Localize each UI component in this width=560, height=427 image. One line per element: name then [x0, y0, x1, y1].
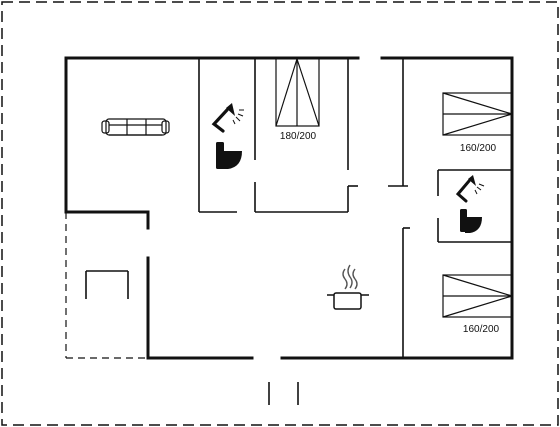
table-icon [85, 270, 129, 299]
interior-walls [198, 58, 512, 358]
sofa-icon [101, 118, 170, 136]
exterior-walls [64, 56, 514, 360]
shower-icon [211, 103, 244, 133]
bed-master [275, 57, 320, 127]
bed-top-right-label: 160/200 [460, 143, 497, 154]
toilet-icon [216, 142, 242, 169]
shower-icon [455, 175, 485, 203]
bed-master-label: 180/200 [280, 131, 317, 142]
cooking-pot-icon [327, 264, 369, 310]
bed-bottom-right [442, 274, 513, 318]
terrace-outline [65, 212, 148, 359]
bed-top-right [442, 92, 513, 136]
toilet-icon [460, 209, 482, 233]
entrance-path [268, 382, 299, 405]
bed-bottom-right-label: 160/200 [463, 324, 500, 335]
